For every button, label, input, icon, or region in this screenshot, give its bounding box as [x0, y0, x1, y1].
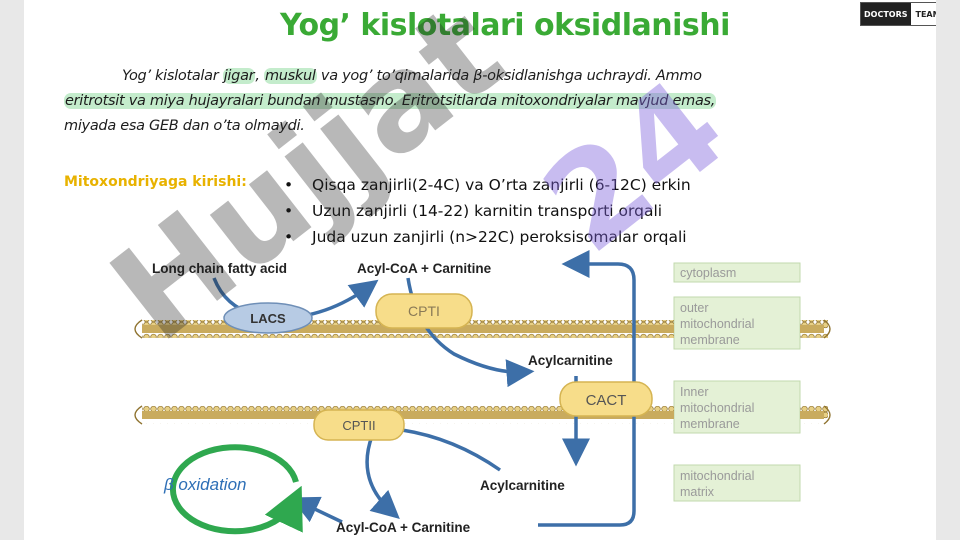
label-matrix-2: matrix [680, 485, 715, 499]
cpt1-enzyme [375, 293, 473, 329]
label-matrix-1: mitochondrial [680, 469, 754, 483]
cact-transporter [559, 381, 653, 417]
list-item: Juda uzun zanjirli (n>22C) peroksisomala… [284, 224, 691, 250]
highlight-muskul: muskul [263, 68, 317, 84]
cact-label: CACT [586, 392, 627, 409]
logo-left-text: DOCTORS [861, 3, 911, 25]
para-text-8: miyada esa GEB dan o’ta olmaydi. [64, 118, 305, 134]
cpt1-label: CPTI [408, 303, 440, 319]
list-item: Qisqa zanjirli(2-4C) va O’rta zanjirli (… [284, 172, 691, 198]
label-inner-3: membrane [680, 417, 740, 431]
cpt2-product-arrow [365, 435, 400, 519]
beta-oxidation-label: β oxidation [163, 475, 247, 494]
acylcarnitine-intermembrane-label: Acylcarnitine [528, 353, 613, 368]
lacs-enzyme [223, 302, 313, 334]
label-outer-1: outer [680, 301, 709, 315]
label-inner-2: mitochondrial [680, 401, 754, 415]
page-title: Yog’ kislotalari oksidlanishi [280, 8, 730, 43]
highlight-jigar: jigar [222, 68, 256, 84]
para-text-6: β-oksidlanishga uchraydi. Ammo [473, 68, 702, 84]
entry-list: Qisqa zanjirli(2-4C) va O’rta zanjirli (… [284, 172, 691, 250]
acyl-coa-to-oxidation-arrow [290, 496, 343, 524]
beta-oxidation-cycle [169, 444, 303, 535]
label-inner-1: Inner [680, 385, 709, 399]
inner-membrane [134, 405, 831, 425]
cpt2-label: CPTII [342, 418, 375, 433]
acyl-coa-carnitine-bottom-label: Acyl-CoA + Carnitine [336, 520, 471, 535]
lacs-label: LACS [250, 311, 286, 326]
slide: Yog’ kislotalari oksidlanishi DOCTORS TE… [24, 0, 936, 540]
brand-logo: DOCTORS TEAM [860, 2, 936, 26]
para-text-1: Yog’ kislotalar [122, 68, 223, 84]
para-text-5: va yog’ to’qimalarida [316, 68, 474, 84]
acyl-coa-carnitine-top-label: Acyl-CoA + Carnitine [357, 261, 492, 276]
label-outer-3: membrane [680, 333, 740, 347]
long-chain-fatty-acid-label: Long chain fatty acid [152, 261, 287, 276]
logo-right-text: TEAM [915, 9, 937, 19]
cpt2-enzyme [313, 409, 405, 441]
cpt2-acylcarnitine-arrow [401, 428, 501, 472]
label-cytoplasm: cytoplasm [680, 266, 736, 280]
label-outer-2: mitochondrial [680, 317, 754, 331]
acylcarnitine-matrix-label: Acylcarnitine [480, 478, 565, 493]
para-text-3: , [255, 68, 264, 84]
intro-paragraph: Yog’ kislotalar jigar, muskul va yog’ to… [64, 64, 824, 139]
side-labels: cytoplasm outer mitochondrial membrane I… [673, 262, 801, 502]
entry-label: Mitoxondriyaga kirishi: [64, 174, 247, 190]
highlight-line-2: eritrotsit va miya hujayralari bundan mu… [64, 93, 717, 109]
carnitine-shuttle-diagram: cytoplasm outer mitochondrial membrane I… [134, 250, 831, 535]
list-item: Uzun zanjirli (14-22) karnitin transport… [284, 198, 691, 224]
